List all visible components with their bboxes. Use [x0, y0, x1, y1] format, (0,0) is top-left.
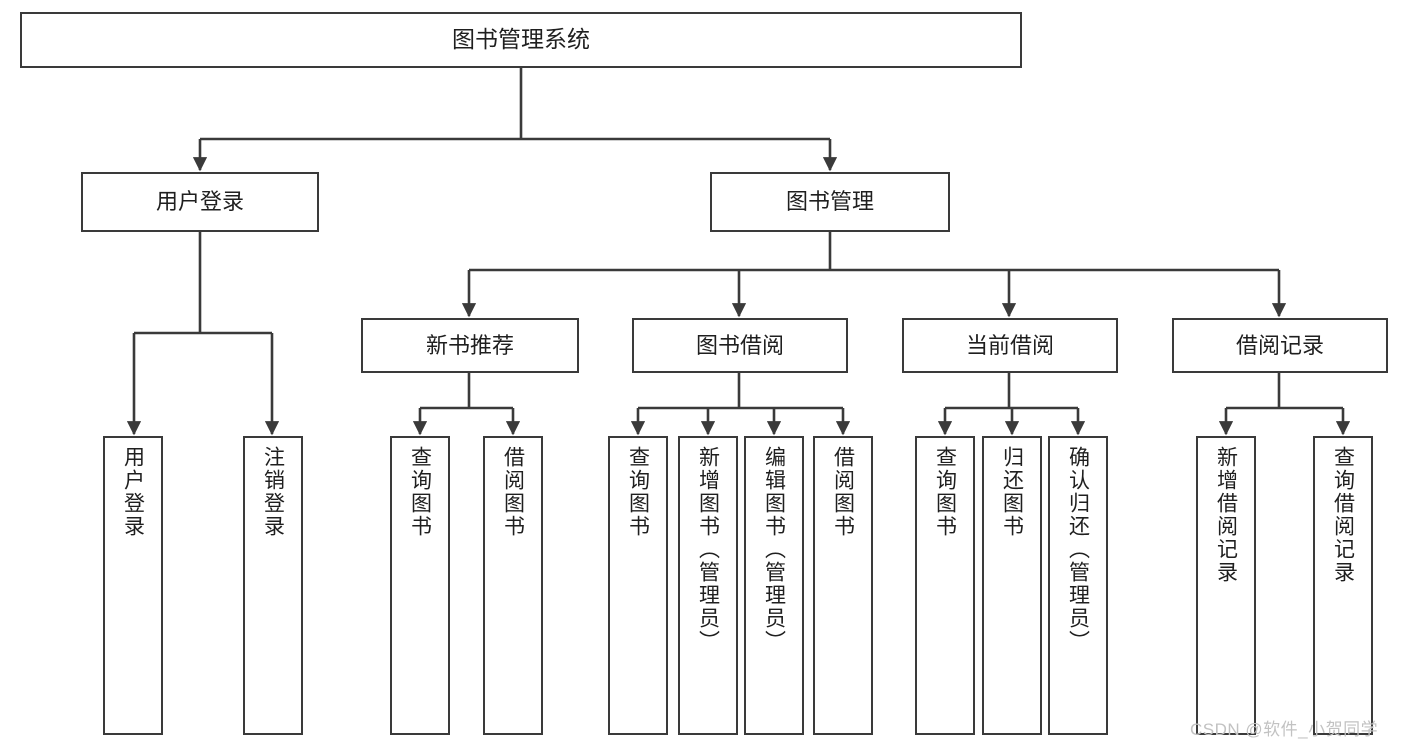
leaf-borrow-book-newbook[interactable]: 借阅图书: [483, 436, 543, 735]
node-root[interactable]: 图书管理系统: [20, 12, 1022, 68]
leaf-query-book-newbook-label: 查询图书: [408, 446, 432, 538]
leaf-user-login-label: 用户登录: [121, 446, 145, 538]
leaf-query-book-newbook[interactable]: 查询图书: [390, 436, 450, 735]
node-borrow-records-label: 借阅记录: [1235, 332, 1324, 358]
leaf-query-borrow-record[interactable]: 查询借阅记录: [1313, 436, 1373, 735]
leaf-confirm-return-admin[interactable]: 确认归还（管理员）: [1048, 436, 1108, 735]
node-current-borrow-label: 当前借阅: [965, 332, 1054, 358]
node-book-borrow-label: 图书借阅: [695, 332, 784, 358]
leaf-return-book[interactable]: 归还图书: [982, 436, 1042, 735]
leaf-add-book-admin[interactable]: 新增图书（管理员）: [678, 436, 738, 735]
leaf-query-borrow-record-label: 查询借阅记录: [1331, 446, 1355, 584]
leaf-query-book-current[interactable]: 查询图书: [915, 436, 975, 735]
leaf-user-login[interactable]: 用户登录: [103, 436, 163, 735]
leaf-edit-book-admin-label: 编辑图书（管理员）: [762, 446, 786, 653]
leaf-add-borrow-record-label: 新增借阅记录: [1214, 446, 1238, 584]
leaf-confirm-return-admin-label: 确认归还（管理员）: [1066, 446, 1090, 653]
leaf-borrow-book-newbook-label: 借阅图书: [501, 446, 525, 538]
node-current-borrow[interactable]: 当前借阅: [902, 318, 1118, 373]
node-book-borrow[interactable]: 图书借阅: [632, 318, 848, 373]
node-book-management[interactable]: 图书管理: [710, 172, 950, 232]
leaf-return-book-label: 归还图书: [1000, 446, 1024, 538]
node-new-book-recommend-label: 新书推荐: [425, 332, 514, 358]
leaf-query-book-borrow-label: 查询图书: [626, 446, 650, 538]
leaf-logout-label: 注销登录: [261, 446, 285, 538]
leaf-borrow-book[interactable]: 借阅图书: [813, 436, 873, 735]
leaf-add-book-admin-label: 新增图书（管理员）: [696, 446, 720, 653]
leaf-edit-book-admin[interactable]: 编辑图书（管理员）: [744, 436, 804, 735]
leaf-logout[interactable]: 注销登录: [243, 436, 303, 735]
node-root-label: 图书管理系统: [452, 26, 590, 53]
node-book-management-label: 图书管理: [785, 189, 874, 215]
node-borrow-records[interactable]: 借阅记录: [1172, 318, 1388, 373]
watermark: CSDN @软件_小贺同学: [1190, 720, 1379, 739]
leaf-query-book-borrow[interactable]: 查询图书: [608, 436, 668, 735]
leaf-query-book-current-label: 查询图书: [933, 446, 957, 538]
leaf-add-borrow-record[interactable]: 新增借阅记录: [1196, 436, 1256, 735]
node-user-login-label: 用户登录: [155, 189, 244, 215]
leaf-borrow-book-label: 借阅图书: [831, 446, 855, 538]
node-new-book-recommend[interactable]: 新书推荐: [361, 318, 579, 373]
node-user-login[interactable]: 用户登录: [81, 172, 319, 232]
